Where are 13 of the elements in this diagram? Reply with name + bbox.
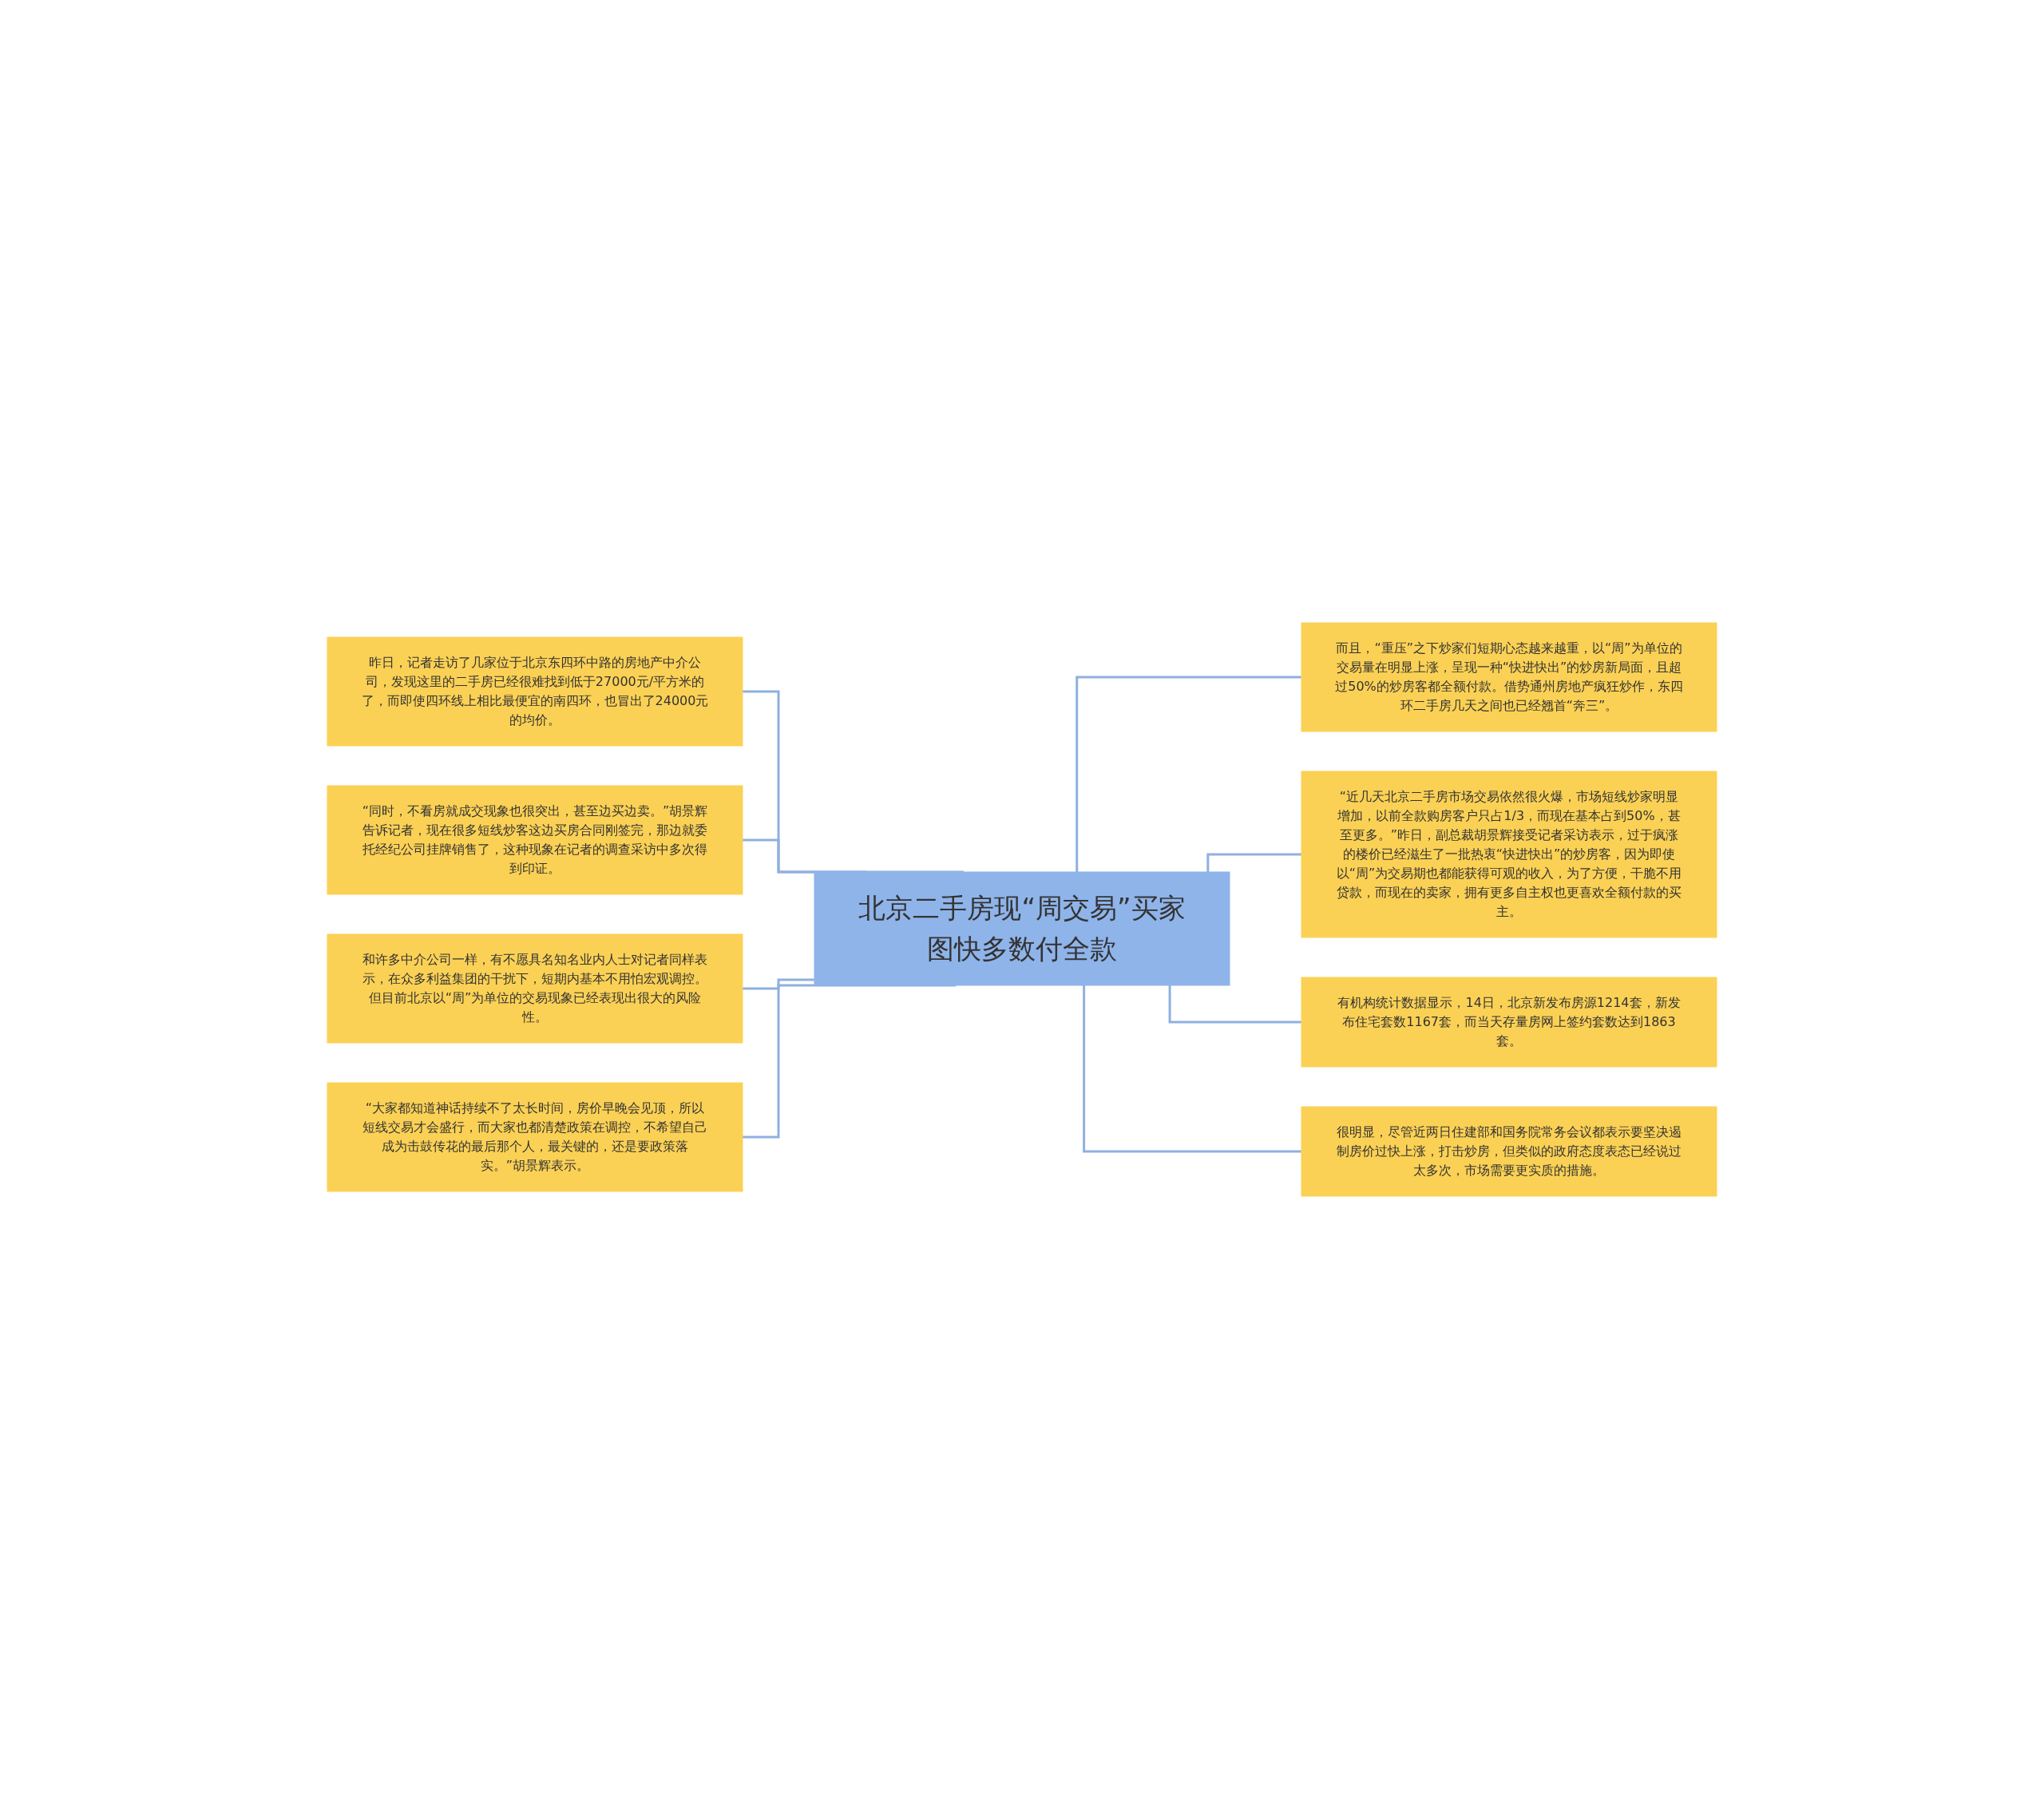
connector	[1168, 985, 1301, 1024]
node-box: “近几天北京二手房市场交易依然很火爆，市场短线炒家明显增加，以前全款购房客户只占1/3，而现在基本占到50%，甚至更多。”昨日，副总裁胡景辉接受记者采访表示，过于疯涨的楼价已经滋生了一批热衷“快进快出”的炒房客，因为即使以“周”为交易期也都能获得可观的收入，为了方便，干脆不用贷款，而现在的卖家，拥有更多自主权也更喜欢全额付款的买主。	[1301, 771, 1717, 938]
node-box: 北京二手房现“周交易”买家图快多数付全款	[814, 871, 1230, 986]
node-box: “同时，不看房就成交现象也很突出，甚至边买边卖。”胡景辉告诉记者，现在很多短线炒客这边买房合同刚签完，那边就委托经纪公司挂牌销售了，这种现象在记者的调查采访中多次得到印证。	[327, 785, 743, 895]
node-box: “大家都知道神话持续不了太长时间，房价早晚会见顶，所以短线交易才会盛行，而大家也都清楚政策在调控，不希望自己成为击鼓传花的最后那个人，最关键的，还是要政策落实。”胡景辉表示。	[327, 1082, 743, 1192]
node-box: 有机构统计数据显示，14日，北京新发布房源1214套，新发布住宅套数1167套，而当天存量房网上签约套数达到1863套。	[1301, 977, 1717, 1068]
connector	[1075, 676, 1301, 872]
node-box: 和许多中介公司一样，有不愿具名知名业内人士对记者同样表示，在众多利益集团的干扰下，短期内基本不用怕宏观调控。但目前北京以“周”为单位的交易现象已经表现出很大的风险性。	[327, 933, 743, 1044]
node-box: 很明显，尽管近两日住建部和国务院常务会议都表示要坚决遏制房价过快上涨，打击炒房，但类似的政府态度表态已经说过太多次，市场需要更实质的措施。	[1301, 1106, 1717, 1197]
connector	[1206, 853, 1301, 872]
node-box: 昨日，记者走访了几家位于北京东四环中路的房地产中介公司，发现这里的二手房已经很难找到低于27000元/平方米的了，而即使四环线上相比最便宜的南四环，也冒出了24000元的均价。	[327, 636, 743, 747]
connector	[1083, 985, 1301, 1153]
node-box: 而且，“重压”之下炒家们短期心态越来越重，以“周”为单位的交易量在明显上涨，呈现一种“快进快出”的炒房新局面，且超过50%的炒房客都全额付款。借势通州房地产疯狂炒作，东四环二手房几天之间也已经翘首“奔三”。	[1301, 622, 1717, 732]
